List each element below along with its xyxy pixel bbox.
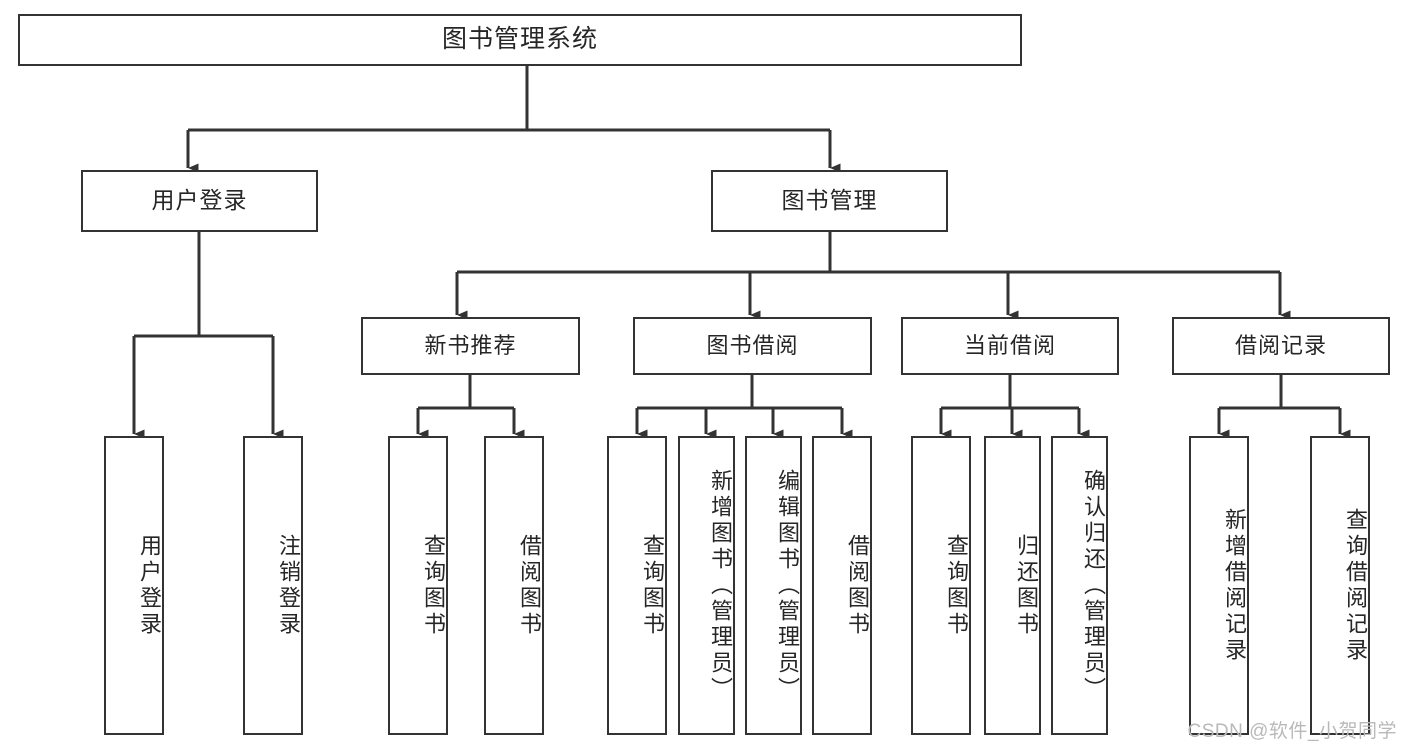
node-leaf-query-book-2[interactable]: 查询图书 [607,436,667,735]
node-leaf-query-book-1[interactable]: 查询图书 [388,436,448,735]
node-new-book-rec[interactable]: 新书推荐 [361,317,580,375]
node-leaf-return-book[interactable]: 归还图书 [984,436,1041,735]
node-label: 查询借阅记录 [1343,507,1368,664]
node-label: 新增图书（管理员） [708,468,733,703]
watermark-text: CSDN @软件_小贺同学 [1187,721,1397,742]
node-current-borrow[interactable]: 当前借阅 [901,317,1119,375]
node-label: 图书管理系统 [441,25,598,54]
node-leaf-add-book[interactable]: 新增图书（管理员） [678,436,735,735]
node-label: 归还图书 [1014,533,1039,638]
node-label: 编辑图书（管理员） [775,468,800,703]
node-label: 借阅图书 [517,533,542,638]
node-label: 借阅图书 [845,533,870,638]
node-label: 查询图书 [944,533,969,638]
node-root-system[interactable]: 图书管理系统 [18,14,1022,66]
node-label: 用户登录 [151,187,248,214]
node-leaf-edit-book[interactable]: 编辑图书（管理员） [745,436,802,735]
node-leaf-confirm-return[interactable]: 确认归还（管理员） [1051,436,1108,735]
node-label: 新书推荐 [424,333,517,359]
node-label: 新增借阅记录 [1222,507,1247,664]
node-label: 当前借阅 [963,333,1056,359]
node-borrow-record[interactable]: 借阅记录 [1172,317,1390,375]
node-leaf-query-book-3[interactable]: 查询图书 [911,436,971,735]
node-label: 注销登录 [276,533,301,638]
node-leaf-user-logout[interactable]: 注销登录 [243,436,303,735]
node-label: 查询图书 [421,533,446,638]
node-leaf-borrow-book-2[interactable]: 借阅图书 [812,436,872,735]
node-label: 确认归还（管理员） [1081,468,1106,703]
node-label: 用户登录 [137,533,162,638]
node-leaf-borrow-book-1[interactable]: 借阅图书 [484,436,544,735]
node-label: 图书管理 [781,187,878,214]
node-user-login[interactable]: 用户登录 [81,170,318,232]
node-book-borrow[interactable]: 图书借阅 [633,317,872,375]
node-label: 图书借阅 [706,333,799,359]
node-book-manage[interactable]: 图书管理 [711,170,948,232]
node-leaf-add-record[interactable]: 新增借阅记录 [1189,436,1249,735]
node-label: 查询图书 [640,533,665,638]
node-label: 借阅记录 [1234,333,1327,359]
node-leaf-user-login[interactable]: 用户登录 [104,436,164,735]
node-leaf-query-record[interactable]: 查询借阅记录 [1310,436,1370,735]
